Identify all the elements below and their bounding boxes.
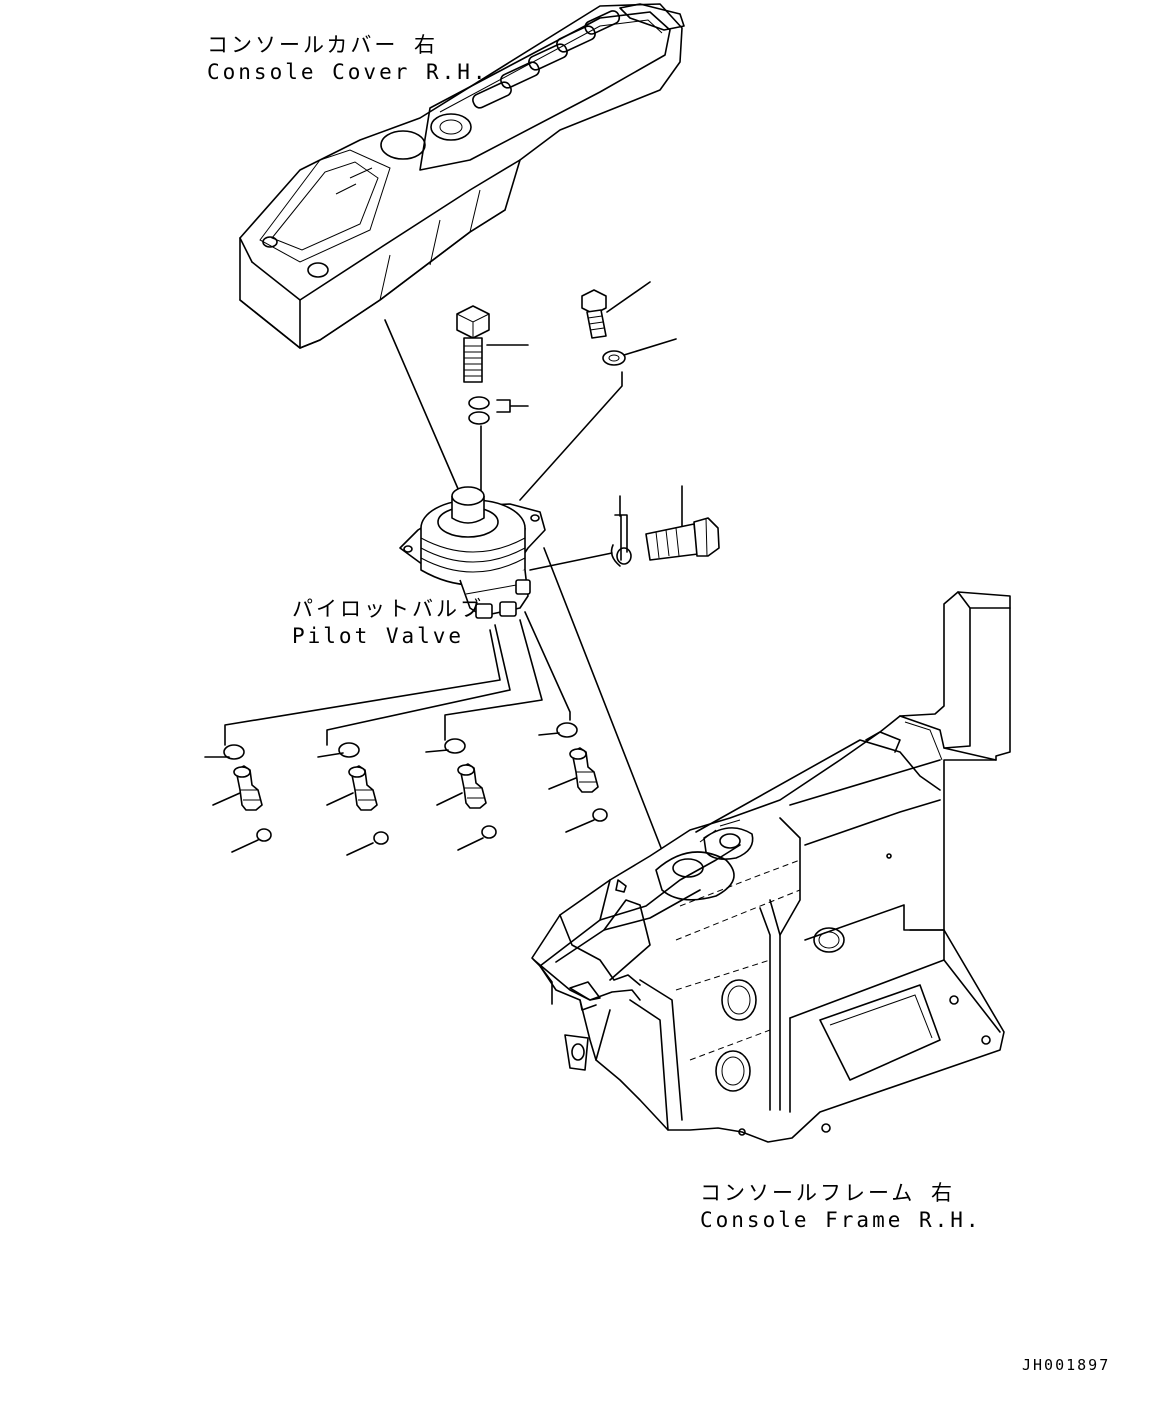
bolt-a-drawing	[456, 305, 490, 383]
cover-switch-slots	[472, 10, 621, 109]
console-cover-label: コンソールカバー 右 Console Cover R.H.	[207, 32, 489, 86]
pilot-valve-label: パイロットバルブ Pilot Valve	[292, 596, 484, 650]
console-cover-label-en: Console Cover R.H.	[207, 60, 489, 84]
pin-drawing	[610, 514, 632, 567]
pilot-valve-label-jp: パイロットバルブ	[292, 597, 484, 621]
o-ring-pair-drawing	[468, 396, 490, 425]
fitting-set-2	[338, 742, 389, 845]
fitting-set-1	[223, 744, 272, 842]
console-frame-label-en: Console Frame R.H.	[700, 1208, 982, 1232]
bolt-b-drawing	[581, 289, 607, 339]
leader-lines	[204, 281, 683, 859]
console-cover-drawing	[239, 3, 685, 349]
pilot-valve-drawing	[399, 486, 546, 619]
fitting-set-3	[444, 738, 497, 839]
console-cover-label-jp: コンソールカバー 右	[207, 33, 439, 57]
console-frame-drawing	[531, 591, 1011, 1143]
bolt-c-drawing	[645, 517, 720, 561]
console-frame-label-jp: コンソールフレーム 右	[700, 1181, 956, 1205]
drawing-code: JH001897	[1022, 1356, 1111, 1374]
washer-drawing	[602, 350, 626, 366]
console-frame-label: コンソールフレーム 右 Console Frame R.H.	[700, 1180, 982, 1234]
pilot-valve-label-en: Pilot Valve	[292, 624, 465, 648]
fitting-set-4	[556, 722, 608, 822]
